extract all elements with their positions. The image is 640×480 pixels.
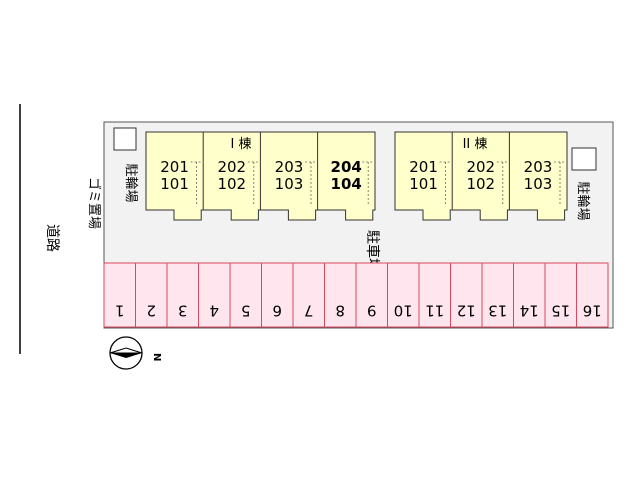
parking-space-label: 11 xyxy=(425,302,444,320)
unit-number-upper: 202 xyxy=(466,158,495,176)
parking-space-10 xyxy=(387,262,420,328)
parking-space-label: 10 xyxy=(394,302,413,320)
parking-space-label: 2 xyxy=(146,302,156,320)
parking-space-9 xyxy=(355,262,388,328)
stair-marker xyxy=(554,161,566,206)
stair-marker xyxy=(362,161,375,206)
parking-space-label: 8 xyxy=(335,302,345,320)
parking-space-label: 3 xyxy=(178,302,188,320)
compass-label: N xyxy=(151,353,162,361)
stair-marker xyxy=(305,161,317,206)
parking-area-label: 駐車場 xyxy=(364,230,381,272)
garbage-label: ゴミ置場 xyxy=(86,177,102,229)
parking-space-6 xyxy=(261,262,294,328)
parking-space-label: 16 xyxy=(583,302,602,320)
parking-space-label: 13 xyxy=(488,302,507,320)
unit-number-upper: 202 xyxy=(217,158,246,176)
parking-space-12 xyxy=(450,262,483,328)
parking-space-label: 5 xyxy=(241,302,251,320)
parking-space-label: 6 xyxy=(272,302,282,320)
building-outline xyxy=(394,131,568,221)
unit-number-lower: 102 xyxy=(217,175,246,193)
parking-space-16 xyxy=(576,262,609,328)
parking-space-label: 9 xyxy=(367,302,377,320)
stair-marker xyxy=(247,161,260,206)
bicycle-parking-left-label: 駐輪場 xyxy=(123,163,139,202)
parking-space-8 xyxy=(324,262,357,328)
parking-space-label: 4 xyxy=(209,302,219,320)
bicycle-parking-box-right xyxy=(571,147,597,171)
unit-number-upper: 204 xyxy=(331,158,362,176)
parking-space-13 xyxy=(481,262,514,328)
north-compass-icon: N xyxy=(109,336,162,370)
parking-space-label: 12 xyxy=(457,302,476,320)
unit-number-upper: 203 xyxy=(275,158,304,176)
unit-number-upper: 203 xyxy=(524,158,553,176)
stair-marker xyxy=(496,161,509,206)
unit-number-lower: 102 xyxy=(466,175,495,193)
stair-marker xyxy=(439,161,452,206)
building-name: I 棟 xyxy=(231,137,252,152)
unit-number-upper: 201 xyxy=(409,158,438,176)
parking-space-5 xyxy=(229,262,262,328)
unit-number-upper: 201 xyxy=(160,158,189,176)
parking-space-label: 1 xyxy=(115,302,125,320)
unit-number-lower: 104 xyxy=(331,175,362,193)
parking-space-11 xyxy=(418,262,451,328)
parking-space-label: 15 xyxy=(551,302,570,320)
stair-marker xyxy=(190,161,203,206)
parking-space-15 xyxy=(544,262,577,328)
unit-number-lower: 103 xyxy=(275,175,304,193)
parking-space-3 xyxy=(166,262,199,328)
parking-space-label: 14 xyxy=(520,302,539,320)
building-name: II 棟 xyxy=(463,137,488,152)
unit-number-lower: 101 xyxy=(409,175,438,193)
parking-space-7 xyxy=(292,262,325,328)
bicycle-parking-right-label: 駐輪場 xyxy=(575,181,591,220)
parking-space-label: 7 xyxy=(304,302,314,320)
parking-space-2 xyxy=(135,262,168,328)
unit-number-lower: 101 xyxy=(160,175,189,193)
bicycle-parking-box-left xyxy=(113,127,137,151)
parking-space-4 xyxy=(198,262,231,328)
unit-number-lower: 103 xyxy=(524,175,553,193)
road-label: 道路 xyxy=(44,224,60,252)
